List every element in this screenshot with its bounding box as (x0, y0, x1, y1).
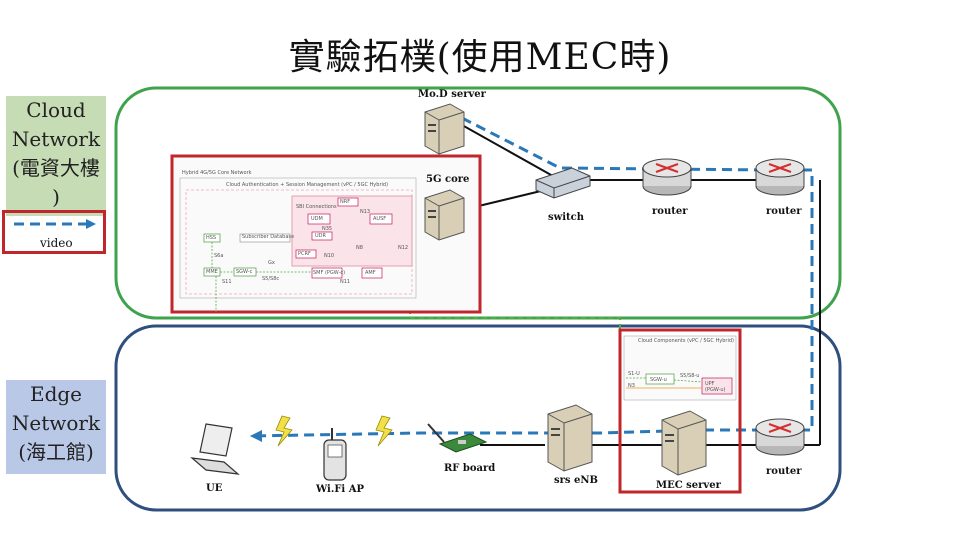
core-box-sgw-c: SGW-c (236, 269, 253, 275)
mec-box-sgw-u: SGW-u (650, 377, 667, 383)
edge-network-label: Edge Network (海工館) (6, 380, 106, 474)
switch-icon (535, 167, 591, 199)
5g-core-label: 5G core (426, 174, 470, 185)
core-link-s6a: S6a (214, 253, 224, 259)
mec-server-label: MEC server (656, 480, 721, 491)
cloud-network-label: Cloud Network (電資大樓 ) (6, 96, 106, 216)
core-link-s5-s8c: S5/S8c (262, 276, 280, 282)
edge-network-frame (114, 324, 842, 512)
wifi-ap-label: Wi.Fi AP (316, 484, 364, 495)
core-link-n8: N8 (356, 245, 363, 251)
core-diagram-header: Hybrid 4G/5G Core Network (182, 170, 252, 176)
core-link-n12: N12 (398, 245, 409, 251)
ue-label: UE (206, 483, 223, 494)
core-diagram-auth: Cloud Authentication + Session Managemen… (226, 182, 389, 188)
mec-diagram-frame (618, 328, 742, 494)
legend-box (2, 210, 106, 254)
mec-server-icon (661, 410, 707, 476)
laptop-icon (190, 423, 240, 475)
router-icon-1 (642, 158, 692, 196)
core-link-n13: N13 (360, 209, 371, 215)
core-box-nrf: NRF (340, 199, 351, 205)
video-flow (249, 116, 814, 438)
core-link-n10: N10 (324, 253, 335, 259)
mec-diagram-header: Cloud Components (vPC / 5GC Hybrid) (638, 338, 734, 344)
core-link-gx: Gx (268, 260, 275, 266)
mec-box-upf: UPF (PGW-u) (705, 381, 726, 393)
core-diagram-sbi: SBI Connections (296, 204, 337, 210)
core-link-n11: N11 (340, 279, 351, 285)
core-box-udr: UDR (315, 233, 326, 239)
rf-board-label: RF board (444, 463, 496, 474)
core-box-ausf: AUSF (373, 216, 387, 222)
mec-link-n3: N3 (628, 383, 635, 389)
router-label-2: router (766, 206, 802, 217)
core-box-smf: SMF (PGW-c) (313, 270, 346, 276)
core-box-pcrf: PCRF (298, 251, 311, 257)
wireless-bolt-icon-1 (275, 415, 293, 447)
5g-core-server-icon (424, 189, 465, 241)
core-box-hss: HSS (206, 235, 217, 241)
mec-link-s1-u: S1-U (628, 371, 640, 377)
rf-board-icon (427, 423, 488, 453)
mec-link-s5-s8-u: S5/S8-u (680, 373, 700, 379)
core-link-s11: S11 (222, 279, 232, 285)
core-link-n35: N35 (322, 226, 333, 232)
mod-server-icon (424, 103, 465, 155)
core-box-udm: UDM (311, 216, 323, 222)
video-arrowhead (250, 430, 262, 442)
router-label-3: router (766, 466, 802, 477)
wireless-bolt-icon-2 (375, 415, 393, 447)
core-diagram-subscriber-db: Subscriber Database (242, 234, 295, 240)
core-box-amf: AMF (365, 270, 376, 276)
wifi-ap-icon (323, 428, 347, 481)
router-icon-3 (755, 418, 805, 456)
legend-video-label: video (40, 236, 73, 250)
mod-server-label: Mo.D server (418, 89, 486, 100)
router-icon-2 (755, 158, 805, 196)
page-title: 實驗拓樸(使用MEC時) (288, 37, 672, 78)
router-label-1: router (652, 206, 688, 217)
switch-label: switch (548, 212, 585, 223)
core-box-mme: MME (206, 269, 218, 275)
enb-server-icon (547, 404, 593, 472)
enb-label: srs eNB (554, 475, 598, 486)
